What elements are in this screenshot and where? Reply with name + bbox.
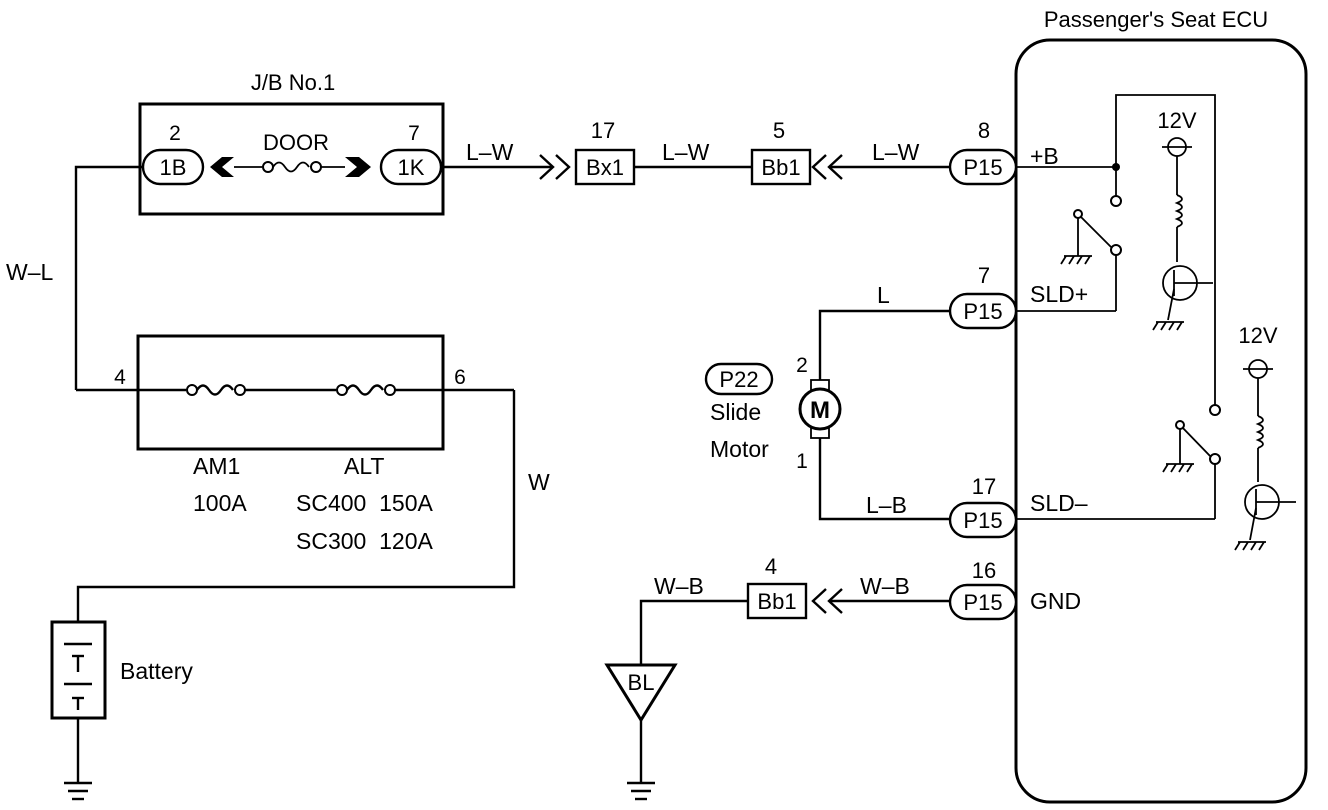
jb-left-connector-label: 1B (160, 155, 187, 180)
bb1-lower-arrow-icon (811, 588, 827, 614)
fusible-left-pin: 4 (114, 366, 126, 389)
wire-label-gnd-ground: W–B (654, 573, 704, 599)
am1-fuse-icon (186, 384, 246, 396)
wire-label-bb1-to-p15: L–W (872, 139, 920, 165)
ecu-plus-b-bus (1016, 94, 1216, 405)
wire-l-b (818, 438, 950, 521)
connector-bx1: 17 Bx1 (574, 118, 636, 186)
passenger-seat-ecu: Passenger's Seat ECU +B SLD+ SLD– GND 12… (1014, 7, 1308, 804)
battery: Battery (50, 620, 193, 801)
ecu-terminal-gnd: GND (1030, 588, 1081, 614)
bx1-box (574, 148, 636, 186)
wire-l (818, 309, 950, 380)
ecu-terminal-sld-plus: SLD+ (1030, 281, 1088, 307)
wire-w-l (74, 165, 143, 390)
am1-name: AM1 (193, 453, 240, 479)
jb-right-connector-label: 1K (398, 155, 425, 180)
wire-w (76, 390, 516, 622)
fusible-right-pin: 6 (454, 366, 466, 389)
ecu-relay2-driver: 12V (1234, 323, 1296, 551)
connector-bb1-upper: 5 Bb1 (750, 118, 812, 186)
ecu-relay2-switch (1162, 420, 1212, 473)
wire-label-jb-to-bx1: L–W (466, 139, 514, 165)
motor-pin-top: 2 (796, 354, 808, 377)
alt-name: ALT (344, 453, 384, 479)
connector-p15-sld-minus: 17 P15 (948, 474, 1018, 539)
bb1-lower-name: Bb1 (757, 589, 796, 614)
ecu-relay1-switch (1060, 209, 1113, 265)
slide-motor: P22 Slide Motor 2 1 M (704, 354, 842, 473)
jb-right-pin: 7 (408, 122, 420, 145)
p15-sld-plus-pin: 7 (978, 263, 990, 288)
p15-plus-b-pin: 8 (978, 118, 990, 143)
wire-label-w: W (528, 469, 550, 495)
motor-name-line2: Motor (710, 436, 769, 462)
wire-label-w-l: W–L (6, 259, 54, 285)
wire-label-l-b: L–B (866, 492, 907, 518)
alt-rating-sc400: SC400 150A (296, 490, 433, 516)
ground-point-label: BL (628, 670, 655, 695)
p15-sld-minus-pill (948, 501, 1018, 539)
jb-right-connector (379, 148, 443, 186)
p15-sld-plus-name: P15 (963, 299, 1002, 324)
bx1-arrow-icon (539, 154, 555, 180)
p15-sld-minus-name: P15 (963, 508, 1002, 533)
p15-plus-b-pill (948, 148, 1018, 186)
jb-left-pin: 2 (169, 122, 181, 145)
junction-block-1: J/B No.1 2 1B DOOR 7 1K (138, 70, 445, 216)
ground-point-bl: BL (604, 663, 678, 801)
ecu-terminal-sld-minus: SLD– (1030, 490, 1088, 516)
wire-label-gnd-ecu: W–B (860, 573, 910, 599)
ecu-relay1-no-contact (1110, 195, 1122, 207)
alt-fuse-icon (336, 384, 396, 396)
p15-gnd-name: P15 (963, 590, 1002, 615)
motor-pin-bottom: 1 (796, 450, 808, 473)
motor-icon (798, 387, 842, 431)
ecu-relay1-driver: 12V (1152, 108, 1213, 331)
jb-left-terminal-arrow (210, 157, 234, 177)
jb-title: J/B No.1 (251, 70, 335, 95)
battery-label: Battery (120, 658, 193, 684)
bb1-upper-arrow-icon (811, 154, 827, 180)
door-fuse-icon (262, 161, 322, 173)
bl-ground-icon (627, 781, 655, 801)
ecu-relay2-no-contact (1209, 404, 1221, 416)
wire-gnd-ground (639, 599, 748, 665)
wire-label-l: L (877, 282, 890, 308)
p15-sld-minus-pin: 17 (972, 474, 996, 499)
ecu-title: Passenger's Seat ECU (1044, 7, 1268, 32)
connector-bb1-lower: 4 Bb1 (746, 554, 808, 620)
ecu-relay1-com-contact (1110, 244, 1122, 256)
alt-rating-sc300: SC300 120A (296, 528, 433, 554)
jb-right-terminal-arrow (345, 157, 371, 177)
bx1-name: Bx1 (586, 155, 624, 180)
ecu-outline (1014, 38, 1308, 804)
wire-label-bx1-to-bb1: L–W (662, 139, 710, 165)
connector-p15-gnd: 16 P15 (948, 558, 1018, 621)
bx1-pin: 17 (591, 118, 615, 143)
motor-name-line1: Slide (710, 399, 761, 425)
p22-label: P22 (719, 367, 758, 392)
ecu-supply-upper: 12V (1157, 108, 1196, 133)
motor-symbol: M (810, 397, 830, 424)
bb1-upper-box (750, 148, 812, 186)
fusible-link-outline (136, 334, 445, 451)
bb1-upper-name: Bb1 (761, 155, 800, 180)
ground-point-triangle-icon (604, 663, 678, 723)
bb1-upper-pin: 5 (773, 118, 785, 143)
ecu-terminal-plus-b: +B (1030, 143, 1059, 169)
connector-p15-plus-b: 8 P15 (948, 118, 1018, 186)
am1-rating: 100A (193, 490, 247, 516)
bb1-lower-pin: 4 (765, 554, 777, 579)
p22-pill (704, 362, 774, 396)
p15-gnd-pin: 16 (972, 558, 996, 583)
jb-fuse-label: DOOR (263, 130, 329, 155)
fusible-link-block: 4 6 AM1 100A ALT SC400 150A SC300 120A (76, 334, 514, 554)
ecu-relay2-com-contact (1209, 453, 1221, 465)
ecu-supply-lower: 12V (1238, 323, 1277, 348)
p15-plus-b-name: P15 (963, 155, 1002, 180)
battery-ground-icon (64, 781, 92, 801)
connector-p15-sld-plus: 7 P15 (948, 263, 1018, 330)
